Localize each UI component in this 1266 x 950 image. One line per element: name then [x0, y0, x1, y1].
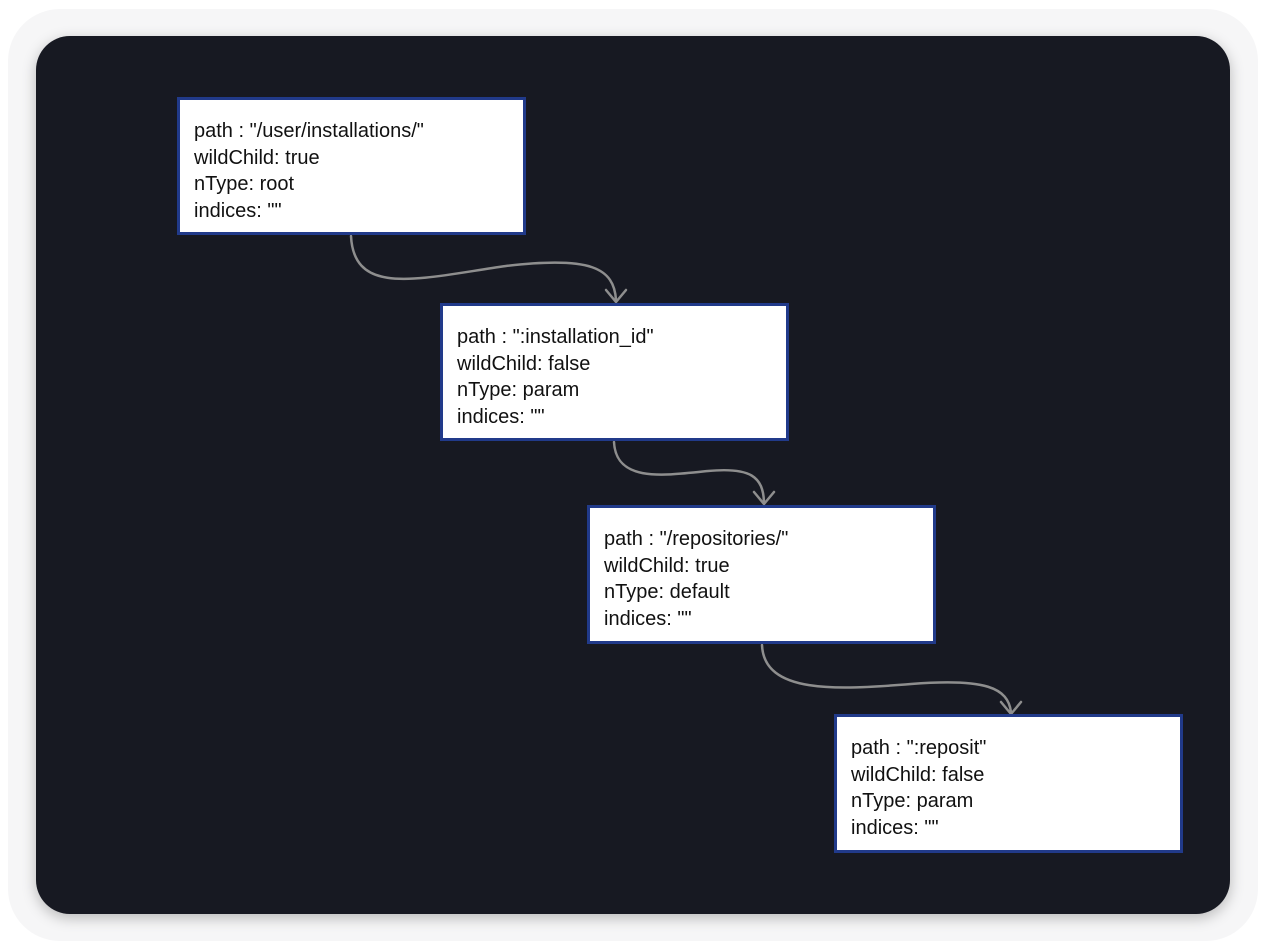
- diagram-canvas: path : "/user/installations/" wildChild:…: [36, 36, 1230, 914]
- node-indices-label: indices: "": [604, 607, 692, 630]
- node-path-label: path : "/repositories/": [604, 528, 789, 550]
- node-wildchild-label: wildChild: true: [604, 554, 730, 577]
- tree-node-repositories: path : "/repositories/" wildChild: true …: [587, 505, 936, 644]
- node-wildchild-label: wildChild: false: [457, 352, 591, 375]
- node-ntype-label: nType: param: [851, 790, 974, 812]
- node-path-label: path : ":installation_id": [457, 326, 654, 348]
- node-path-label: path : ":reposit": [851, 737, 987, 759]
- node-indices-label: indices: "": [457, 405, 545, 428]
- tree-node-installation-id: path : ":installation_id" wildChild: fal…: [440, 303, 789, 441]
- edge-2-3: [760, 643, 1013, 714]
- node-ntype-label: nType: default: [604, 581, 730, 603]
- node-indices-label: indices: "": [851, 816, 939, 839]
- tree-node-user-installations: path : "/user/installations/" wildChild:…: [177, 97, 526, 235]
- node-path-label: path : "/user/installations/": [194, 120, 424, 142]
- node-wildchild-label: wildChild: true: [194, 146, 320, 169]
- edge-0-1: [349, 234, 618, 302]
- node-wildchild-label: wildChild: false: [851, 763, 985, 786]
- node-ntype-label: nType: root: [194, 173, 295, 195]
- node-ntype-label: nType: param: [457, 379, 580, 401]
- node-indices-label: indices: "": [194, 199, 282, 222]
- tree-node-reposit: path : ":reposit" wildChild: false nType…: [834, 714, 1183, 853]
- edges-layer: [349, 234, 1023, 716]
- edge-0-1-arrowhead: [604, 288, 628, 304]
- edge-1-2: [612, 440, 766, 504]
- edge-1-2-arrowhead: [752, 490, 776, 506]
